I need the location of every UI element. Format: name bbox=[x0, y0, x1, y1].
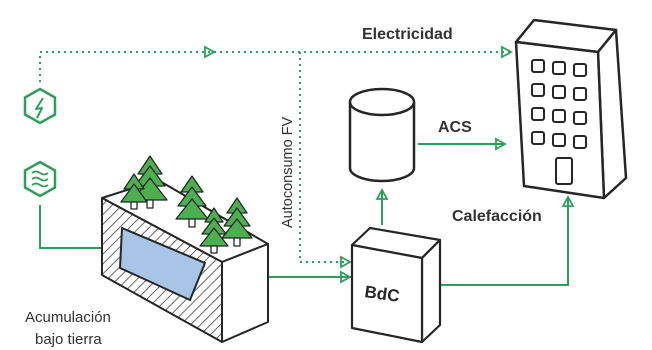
storage-label-line2: bajo tierra bbox=[35, 331, 102, 348]
acs-arrow bbox=[495, 137, 507, 151]
pv-arrow bbox=[340, 255, 352, 269]
building-icon bbox=[514, 18, 628, 200]
storage-label-line1: Acumulación bbox=[25, 309, 111, 326]
water-tank-icon bbox=[348, 87, 416, 183]
electricity-flow-line bbox=[39, 51, 510, 82]
pv-self-consumption-line bbox=[299, 52, 352, 263]
pine-tree-icon bbox=[120, 173, 148, 210]
heating-arrow bbox=[561, 195, 575, 207]
heating-label: Calefacción bbox=[452, 208, 542, 225]
heating-flow-line bbox=[441, 198, 569, 286]
waves-hexagon-icon bbox=[23, 160, 57, 198]
lightning-hexagon-icon bbox=[23, 87, 57, 125]
pine-tree-icon-group bbox=[120, 155, 253, 254]
water-reservoir bbox=[119, 227, 206, 301]
pine-tree-icon bbox=[221, 197, 253, 247]
electricity-arrow-end bbox=[501, 45, 513, 59]
pv-self-consumption-label: Autoconsumo FV bbox=[280, 116, 296, 228]
heat-pump-box bbox=[350, 226, 442, 344]
heat-pump-label: BdC bbox=[363, 282, 400, 306]
storage-to-heatpump-arrow bbox=[340, 270, 352, 284]
pine-tree-icon bbox=[175, 175, 209, 228]
acs-label: ACS bbox=[438, 119, 472, 136]
electricity-label: Electricidad bbox=[362, 26, 453, 43]
electricity-arrow-mid bbox=[204, 45, 216, 59]
pine-tree-icon bbox=[199, 207, 229, 254]
heatpump-to-tank-arrow bbox=[375, 188, 389, 200]
